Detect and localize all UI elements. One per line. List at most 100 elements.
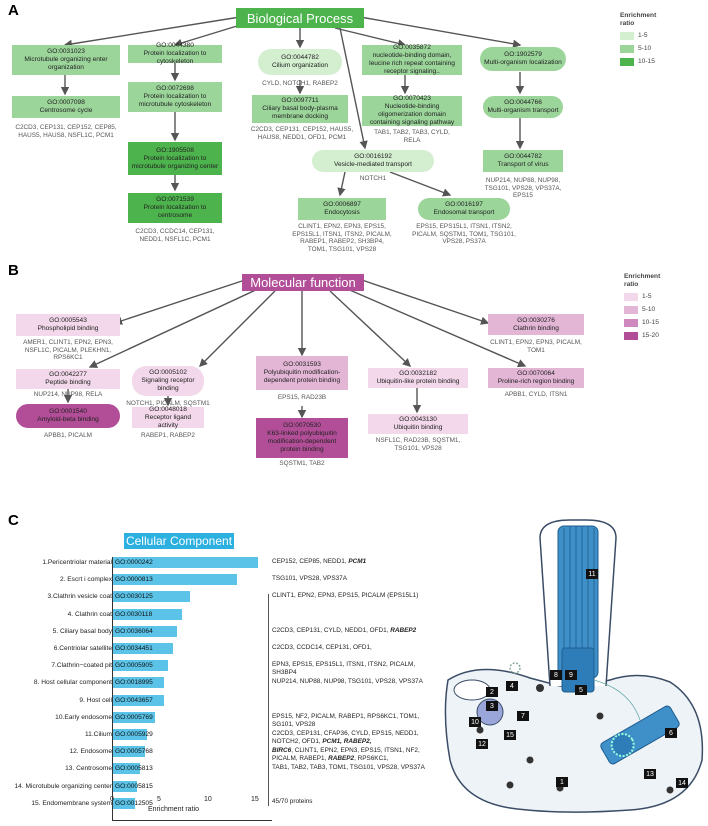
mf-legend-swatch-3 (624, 319, 638, 327)
vesicle-shape (509, 662, 521, 674)
go-id: GO:0072698 (156, 85, 194, 92)
mf-node-go0031593: GO:0031593 Polyubiquitin modification-de… (256, 356, 348, 390)
cell-label-1: 1 (556, 777, 568, 787)
cc-genes: EPS15, NF2, PICALM, RABEP1, RPS6KC1, TOM… (272, 712, 420, 728)
mf-node-go0032182: GO:0032182 Ubiquitin-like protein bindin… (368, 368, 468, 388)
mf-genes-go0070530: SQSTM1, TAB2 (279, 460, 325, 467)
cell-label-15: 15 (504, 730, 516, 740)
cc-row-label: 9. Host cell (79, 696, 112, 704)
cc-bar (113, 608, 182, 620)
go-id: GO:1905508 (156, 146, 194, 154)
cell-label-3: 3 (486, 701, 498, 711)
bp-genes-go0044782-virus: NUP214, NUP88, NUP98, TSG101, VPS28, VPS… (484, 177, 562, 200)
bp-node-go0044766: GO:0044766 Multi-organism transport (483, 96, 563, 118)
go-id: GO:0030276 (517, 316, 555, 324)
go-term: Protein localization to cytoskeleton (143, 50, 207, 65)
go-term: Protein localization to microtubule orga… (131, 154, 219, 170)
cc-x-axis (112, 820, 272, 821)
go-id: GO:0001540 (49, 408, 87, 415)
cc-x-tick-label: 0 (110, 796, 114, 803)
go-term: Microtubule organizing enter organizatio… (24, 56, 108, 71)
go-term: Amyloid-beta binding (37, 416, 99, 423)
panel-c-label: C (8, 512, 19, 529)
cell-label-12: 12 (476, 739, 488, 749)
bp-node-go0070423: GO:0070423 Nucleotide-binding oligomeriz… (362, 95, 462, 126)
cc-row-label: 14. Microtubule organizing center (14, 782, 113, 790)
cc-footnote: 45/70 proteins (272, 798, 313, 805)
mf-genes-go0001540: APBB1, PICALM (44, 432, 92, 439)
cc-bar (113, 677, 164, 689)
cc-genes: BIRC6, CLINT1, EPN2, EPN3, EPS15, ITSN1,… (272, 747, 420, 763)
go-term: Endocytosis (324, 209, 360, 216)
cc-row-label: 13. Centrosome (65, 765, 112, 773)
go-term: Protein localization to centrosome (143, 204, 207, 219)
cc-y-axis (112, 557, 113, 821)
cc-bar (113, 711, 156, 723)
mf-legend-title: Enrichment ratio (624, 273, 660, 289)
cc-go-id: GO:0000242 (115, 559, 153, 566)
cell-label-2: 2 (486, 687, 498, 697)
mf-node-go0070064: GO:0070064 Proline-rich region binding (488, 368, 584, 388)
panel-b-label: B (8, 262, 19, 279)
bp-genes-go0016192: NOTCH1 (359, 175, 387, 182)
mf-genes-go0030276: CLINT1, EPN2, EPN3, PICALM, TOM1 (490, 339, 582, 354)
go-id: GO:0032182 (399, 370, 437, 377)
cc-row-label: 4. Clathrin coat (67, 610, 112, 618)
bp-legend-title-2: ratio (620, 20, 635, 27)
bp-genes-go0071539: C2CD3, CCDC14, CEP131, NEDD1, NSFL1C, PC… (135, 228, 215, 243)
cc-go-id: GO:0005815 (115, 782, 153, 790)
mf-legend-title-1: Enrichment (624, 273, 661, 280)
cc-bar (113, 625, 177, 637)
cc-go-id: GO:0005929 (115, 731, 153, 738)
early-endosome-shape (453, 679, 491, 701)
mf-legend-label-4: 15-20 (642, 332, 659, 339)
mf-node-go0070530: GO:0070530 K63-linked polyubiquitin modi… (256, 418, 348, 458)
bp-node-go0031023: GO:0031023 Microtubule organizing enter … (12, 45, 120, 75)
cc-go-id: GO:0030125 (115, 593, 153, 601)
bp-node-go0006897: GO:0006897 Endocytosis (298, 198, 386, 220)
bp-header: Biological Process (236, 8, 364, 28)
go-term: Protein localization to microtubule cyto… (138, 93, 212, 108)
go-id: GO:0044766 (504, 99, 542, 106)
mf-genes-go0070064: APBB1, CYLD, ITSN1 (504, 391, 568, 398)
mf-genes-go0031593: EPS15, RAD23B (277, 394, 327, 401)
cc-bar (113, 797, 135, 809)
bp-node-go1905508: GO:1905508 Protein localization to micro… (128, 142, 222, 175)
go-id: GO:0042277 (49, 371, 87, 378)
bp-node-go0044380: GO:0044380 Protein localization to cytos… (128, 42, 222, 65)
cc-go-id: GO:0005905 (115, 662, 153, 670)
cc-bracket (268, 594, 269, 806)
go-term: Signaling receptor binding (141, 377, 195, 392)
mf-genes-go0042277: NUP214, NUP98, RELA (33, 391, 103, 398)
cc-x-tick-label: 5 (157, 796, 161, 803)
bp-genes-go0070423: TAB1, TAB2, TAB3, CYLD, RELA (374, 129, 450, 144)
dot (476, 726, 484, 734)
go-id: GO:1902579 (504, 51, 542, 58)
bp-node-go0072698: GO:0072698 Protein localization to micro… (128, 82, 222, 112)
bp-node-go0044782-virus: GO:0044782 Transport of virus (483, 150, 563, 172)
mf-legend-label-2: 5-10 (642, 306, 656, 313)
mf-legend-swatch-2 (624, 306, 638, 314)
go-id: GO:0044782 (504, 153, 542, 160)
mf-legend-swatch-4 (624, 332, 638, 340)
cc-genes: C2CD3, CEP131, CFAP36, CYLD, EPS15, NEDD… (272, 730, 419, 745)
mf-genes-go0043130: NSFL1C, RAD23B, SQSTM1, TSG101, VPS28 (375, 437, 461, 452)
dot (526, 756, 534, 764)
cc-go-id: GO:0018995 (115, 679, 153, 687)
cc-bar (113, 643, 174, 654)
go-term: K63-linked polyubiquitin modification-de… (267, 430, 337, 453)
go-term: Nucleotide-binding oligomerization domai… (369, 103, 455, 126)
cc-bar (113, 694, 164, 706)
go-id: GO:0006897 (323, 201, 361, 208)
cc-genes: NUP214, NUP88, NUP98, TSG101, VPS28, VPS… (272, 678, 423, 686)
cc-row-label: 2. Escrt i complex (59, 576, 112, 584)
cc-row-label: 11.Cilium (85, 731, 112, 738)
cc-go-id: GO:0043657 (115, 696, 153, 704)
go-id: GO:0070423 (393, 95, 431, 102)
cell-label-4: 4 (506, 681, 518, 691)
bp-genes-go0097711: C2CD3, CEP131, CEP152, HAUS5, HAUS8, NED… (250, 126, 354, 141)
go-term: Phospholipid binding (37, 325, 99, 332)
bp-legend-title-1: Enrichment (620, 12, 657, 19)
cc-genes: C2CD3, CEP131, CYLD, NEDD1, OFD1, RABEP2 (272, 626, 417, 634)
